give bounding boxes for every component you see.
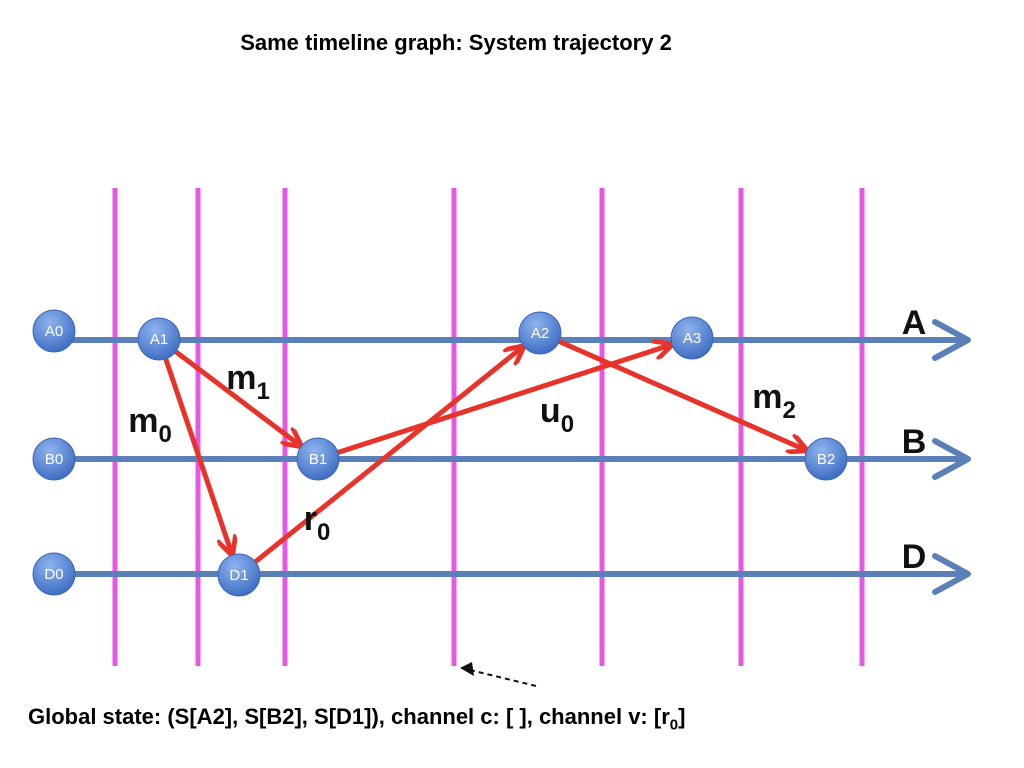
timeline-arrowhead (932, 553, 971, 595)
event-label: D0 (44, 566, 63, 583)
message-arrow (323, 345, 670, 460)
event-label: B2 (817, 451, 835, 468)
process-label-d: D (902, 538, 927, 576)
event-label: B0 (45, 451, 63, 468)
event-label: A2 (531, 325, 549, 342)
message-label: m0 (128, 402, 172, 448)
messages: m0 m1 r0 u0 m2 (128, 333, 804, 573)
pointer-dotted-line (469, 669, 537, 687)
event-node (670, 316, 714, 360)
message-label: m1 (226, 359, 270, 405)
process-timelines: A B D (54, 304, 971, 595)
message-arrow (544, 333, 804, 449)
event-node (804, 437, 848, 481)
event-label: A1 (150, 331, 168, 348)
event-node (518, 311, 562, 355)
event-node (32, 309, 76, 353)
message-label: r0 (304, 500, 331, 546)
message-label: u0 (540, 392, 574, 438)
message-label: m2 (752, 378, 796, 424)
global-state-caption: Global state: (S[A2], S[B2], S[D1]), cha… (28, 704, 685, 733)
message-arrow (162, 341, 298, 445)
timeline-arrowhead (932, 438, 971, 480)
timeline-arrowhead (932, 319, 971, 361)
event-node (32, 552, 76, 596)
process-label-b: B (902, 423, 927, 461)
event-node (137, 317, 181, 361)
pointer-arrowhead (460, 662, 474, 676)
event-label: A3 (683, 330, 701, 347)
event-node (296, 437, 340, 481)
event-label: B1 (309, 451, 327, 468)
global-state-sub: 0 (669, 716, 679, 734)
event-node (32, 437, 76, 481)
process-label-a: A (902, 304, 927, 342)
page-title: Same timeline graph: System trajectory 2 (240, 30, 672, 55)
event-label: A0 (45, 323, 63, 340)
event-label: D1 (229, 567, 248, 584)
message-arrow (159, 344, 232, 553)
global-state-text: Global state: (S[A2], S[B2], S[D1]), cha… (28, 704, 670, 729)
message-arrow (242, 348, 521, 573)
cut-pointer (460, 662, 537, 687)
event-node (217, 553, 261, 597)
global-state-end: ] (678, 704, 686, 729)
